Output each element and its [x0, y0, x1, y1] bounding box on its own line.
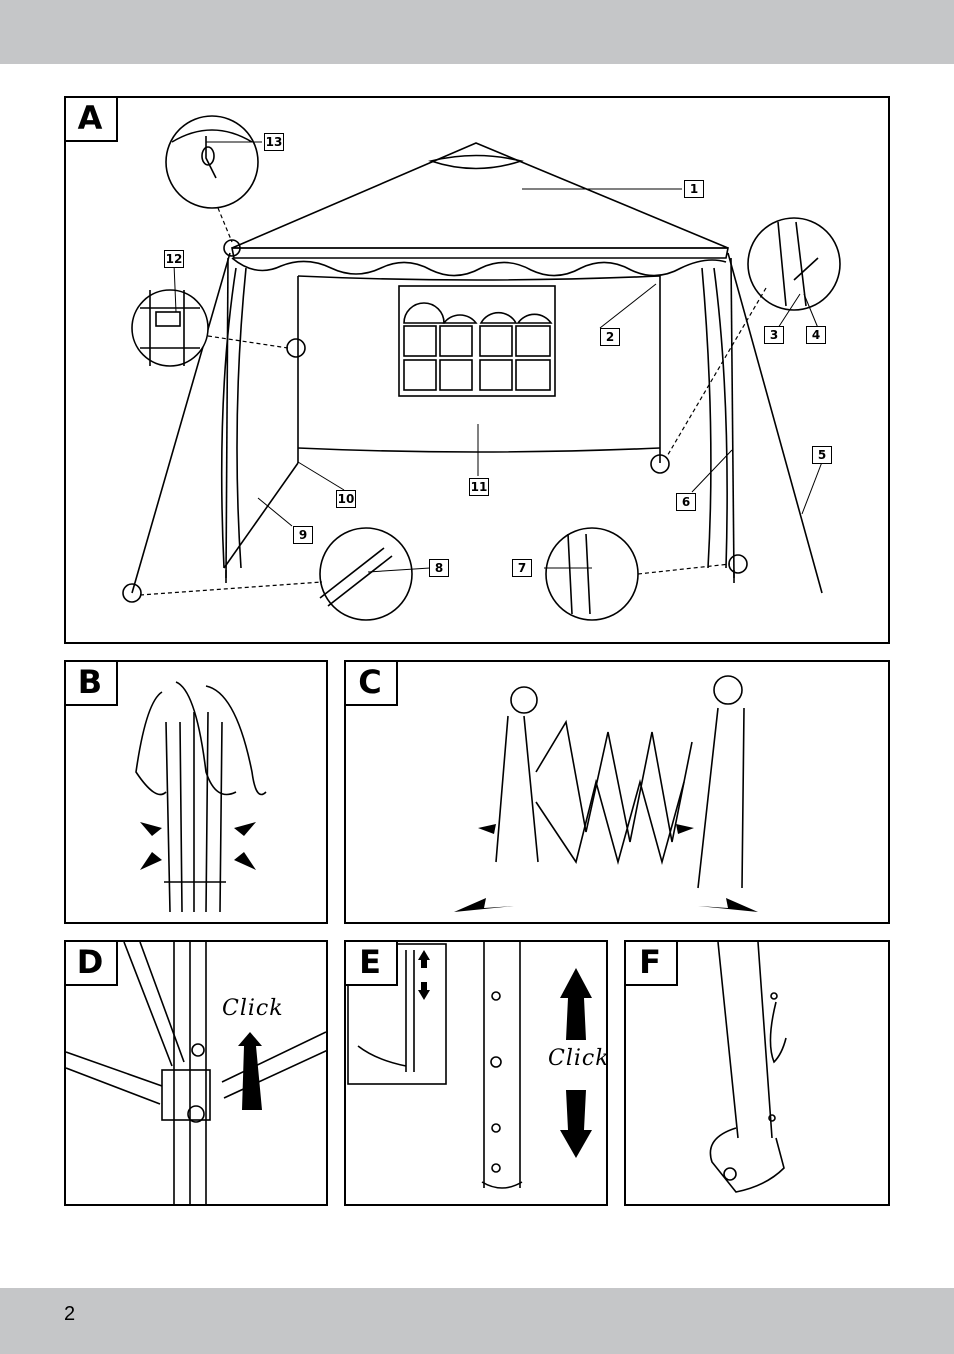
callout-6: 6: [676, 493, 696, 511]
callout-10: 10: [336, 490, 356, 508]
callout-7: 7: [512, 559, 532, 577]
callout-12: 12: [164, 250, 184, 268]
callout-5: 5: [812, 446, 832, 464]
click-label-d: Click: [222, 996, 284, 1021]
panel-c: C: [344, 660, 890, 924]
panel-e: E Click: [344, 940, 608, 1206]
gazebo-assembled-illustration: [66, 98, 890, 644]
callout-8: 8: [429, 559, 449, 577]
callout-11: 11: [469, 478, 489, 496]
panel-c-label: C: [344, 660, 398, 706]
panel-d-label: D: [64, 940, 118, 986]
callout-2: 2: [600, 328, 620, 346]
panel-a: A: [64, 96, 890, 644]
panel-d: D Click: [64, 940, 328, 1206]
panel-f-label: F: [624, 940, 678, 986]
callout-13: 13: [264, 133, 284, 151]
callout-1: 1: [684, 180, 704, 198]
click-label-e: Click: [548, 1046, 608, 1071]
header-band: [0, 0, 954, 64]
panel-e-label: E: [344, 940, 398, 986]
panel-b-label: B: [64, 660, 118, 706]
panel-f: F: [624, 940, 890, 1206]
callout-3: 3: [764, 326, 784, 344]
two-people-expanding-frame-illustration: [346, 662, 890, 924]
callout-9: 9: [293, 526, 313, 544]
panel-a-label: A: [64, 96, 118, 142]
footer-band: [0, 1288, 954, 1354]
callout-4: 4: [806, 326, 826, 344]
page-number: 2: [64, 1303, 75, 1326]
panel-b: B: [64, 660, 328, 924]
